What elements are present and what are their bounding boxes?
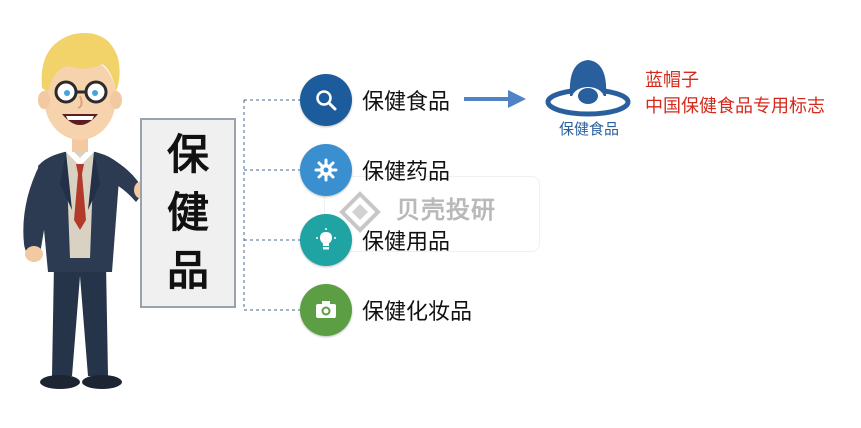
camera-icon — [316, 301, 336, 318]
category-item: 保健用品 — [300, 214, 450, 266]
category-label: 保健药品 — [362, 160, 451, 185]
annotation-title: 蓝帽子 — [645, 70, 699, 91]
blue-hat-logo-icon — [545, 60, 631, 117]
lightbulb-icon — [316, 228, 336, 250]
category-circle — [300, 144, 352, 196]
category-circle — [300, 214, 352, 266]
title-box: 保 健 品 — [140, 118, 236, 308]
category-circle — [300, 284, 352, 336]
search-icon — [316, 90, 337, 111]
logo-text: 保健食品 — [558, 120, 619, 138]
gear-icon — [314, 158, 338, 182]
title-char: 健 — [166, 188, 209, 237]
annotation-subtitle: 中国保健食品专用标志 — [645, 96, 825, 117]
watermark-text: 贝壳投研 — [396, 196, 496, 224]
arrow-right-icon — [464, 90, 526, 108]
category-item: 保健化妆品 — [300, 284, 472, 336]
businessman-illustration — [23, 33, 150, 389]
category-circle — [300, 74, 352, 126]
connector-lines — [243, 99, 302, 311]
category-item: 保健食品 — [300, 74, 450, 126]
category-item: 保健药品 — [300, 144, 450, 196]
watermark-logo-icon — [339, 191, 381, 233]
title-char: 保 — [166, 130, 209, 179]
category-label: 保健化妆品 — [362, 300, 473, 325]
category-label: 保健食品 — [362, 90, 451, 115]
title-char: 品 — [166, 246, 209, 295]
category-label: 保健用品 — [362, 230, 451, 255]
